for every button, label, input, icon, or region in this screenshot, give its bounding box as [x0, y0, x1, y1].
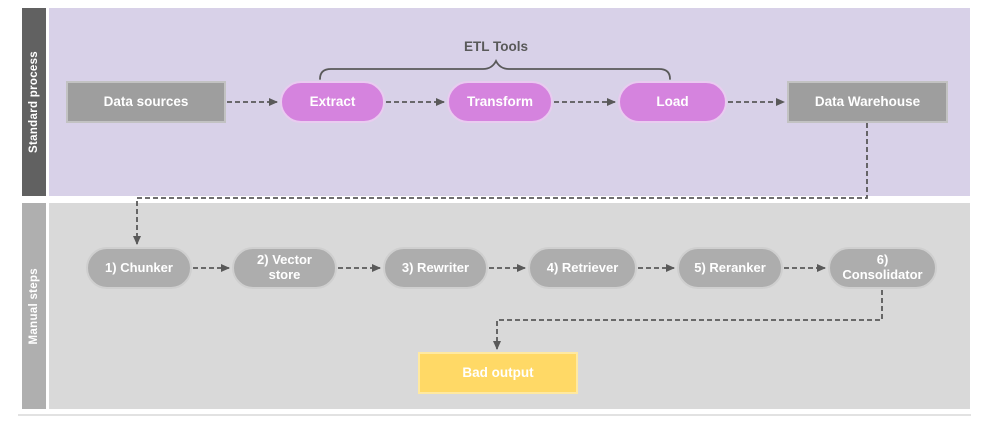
lane-manual-steps-label: Manual steps: [28, 267, 40, 345]
node-consolidator: 6) Consolidator: [828, 247, 937, 289]
node-rewriter: 3) Rewriter: [383, 247, 488, 289]
node-data-sources: Data sources: [66, 81, 226, 123]
lane-standard-process-band: Standard process: [22, 8, 46, 196]
node-load: Load: [618, 81, 727, 123]
node-chunker: 1) Chunker: [86, 247, 192, 289]
node-extract: Extract: [280, 81, 385, 123]
node-reranker: 5) Reranker: [677, 247, 783, 289]
node-bad-output: Bad output: [418, 352, 578, 394]
lane-manual-steps-band: Manual steps: [22, 203, 46, 409]
lane-standard-process-label: Standard process: [28, 51, 40, 153]
node-data-warehouse: Data Warehouse: [787, 81, 948, 123]
node-vector-store: 2) Vector store: [232, 247, 337, 289]
node-retriever: 4) Retriever: [528, 247, 637, 289]
etl-tools-label: ETL Tools: [464, 39, 528, 54]
node-transform: Transform: [447, 81, 553, 123]
page-divider-line: [18, 414, 971, 416]
